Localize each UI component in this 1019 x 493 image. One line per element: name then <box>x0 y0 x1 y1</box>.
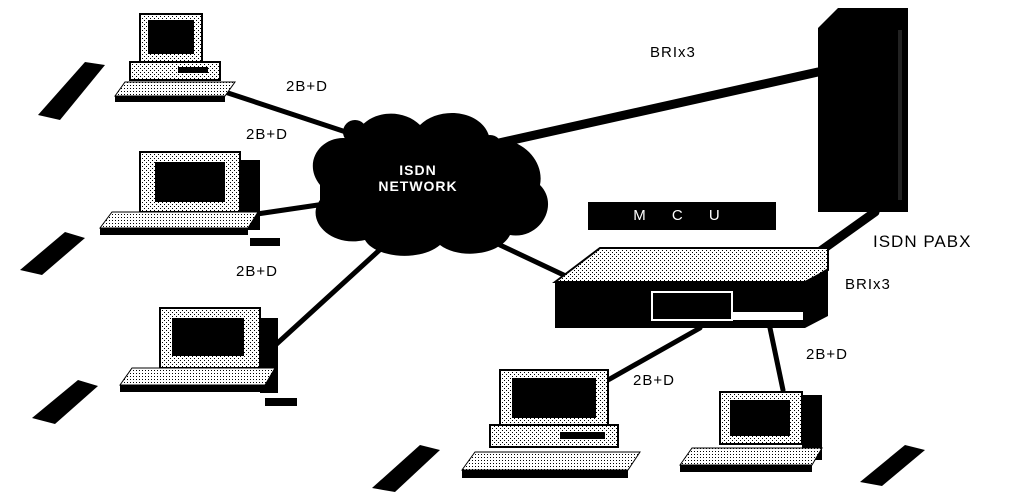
network-label-line2: NETWORK <box>358 178 478 194</box>
channel-label-pc4: 2B+D <box>633 372 675 389</box>
workstation-2 <box>20 152 280 275</box>
network-label: ISDN NETWORK <box>358 162 478 194</box>
channel-label-pc3: 2B+D <box>236 263 278 280</box>
mcu-label: M C U <box>588 202 776 230</box>
bri-label-pabx: BRIx3 <box>650 44 696 61</box>
bri-label-mcu: BRIx3 <box>845 276 891 293</box>
link-pc3-network <box>270 245 385 350</box>
workstation-1 <box>38 14 235 120</box>
pabx-tower <box>818 8 908 212</box>
channel-label-pc2: 2B+D <box>246 126 288 143</box>
network-label-line1: ISDN <box>358 162 478 178</box>
link-network-pabx <box>490 72 818 145</box>
mcu-unit <box>555 248 828 328</box>
link-pc1-network <box>225 92 355 135</box>
connection-lines <box>225 72 875 390</box>
workstation-5 <box>680 392 925 486</box>
pabx-label: ISDN PABX <box>873 232 971 252</box>
channel-label-pc1: 2B+D <box>286 78 328 95</box>
link-network-mcu <box>500 245 570 278</box>
channel-label-pc5: 2B+D <box>806 346 848 363</box>
workstation-3 <box>32 308 297 424</box>
link-mcu-pc5 <box>770 328 783 390</box>
workstation-4 <box>372 370 640 492</box>
link-pc2-network <box>250 205 318 215</box>
